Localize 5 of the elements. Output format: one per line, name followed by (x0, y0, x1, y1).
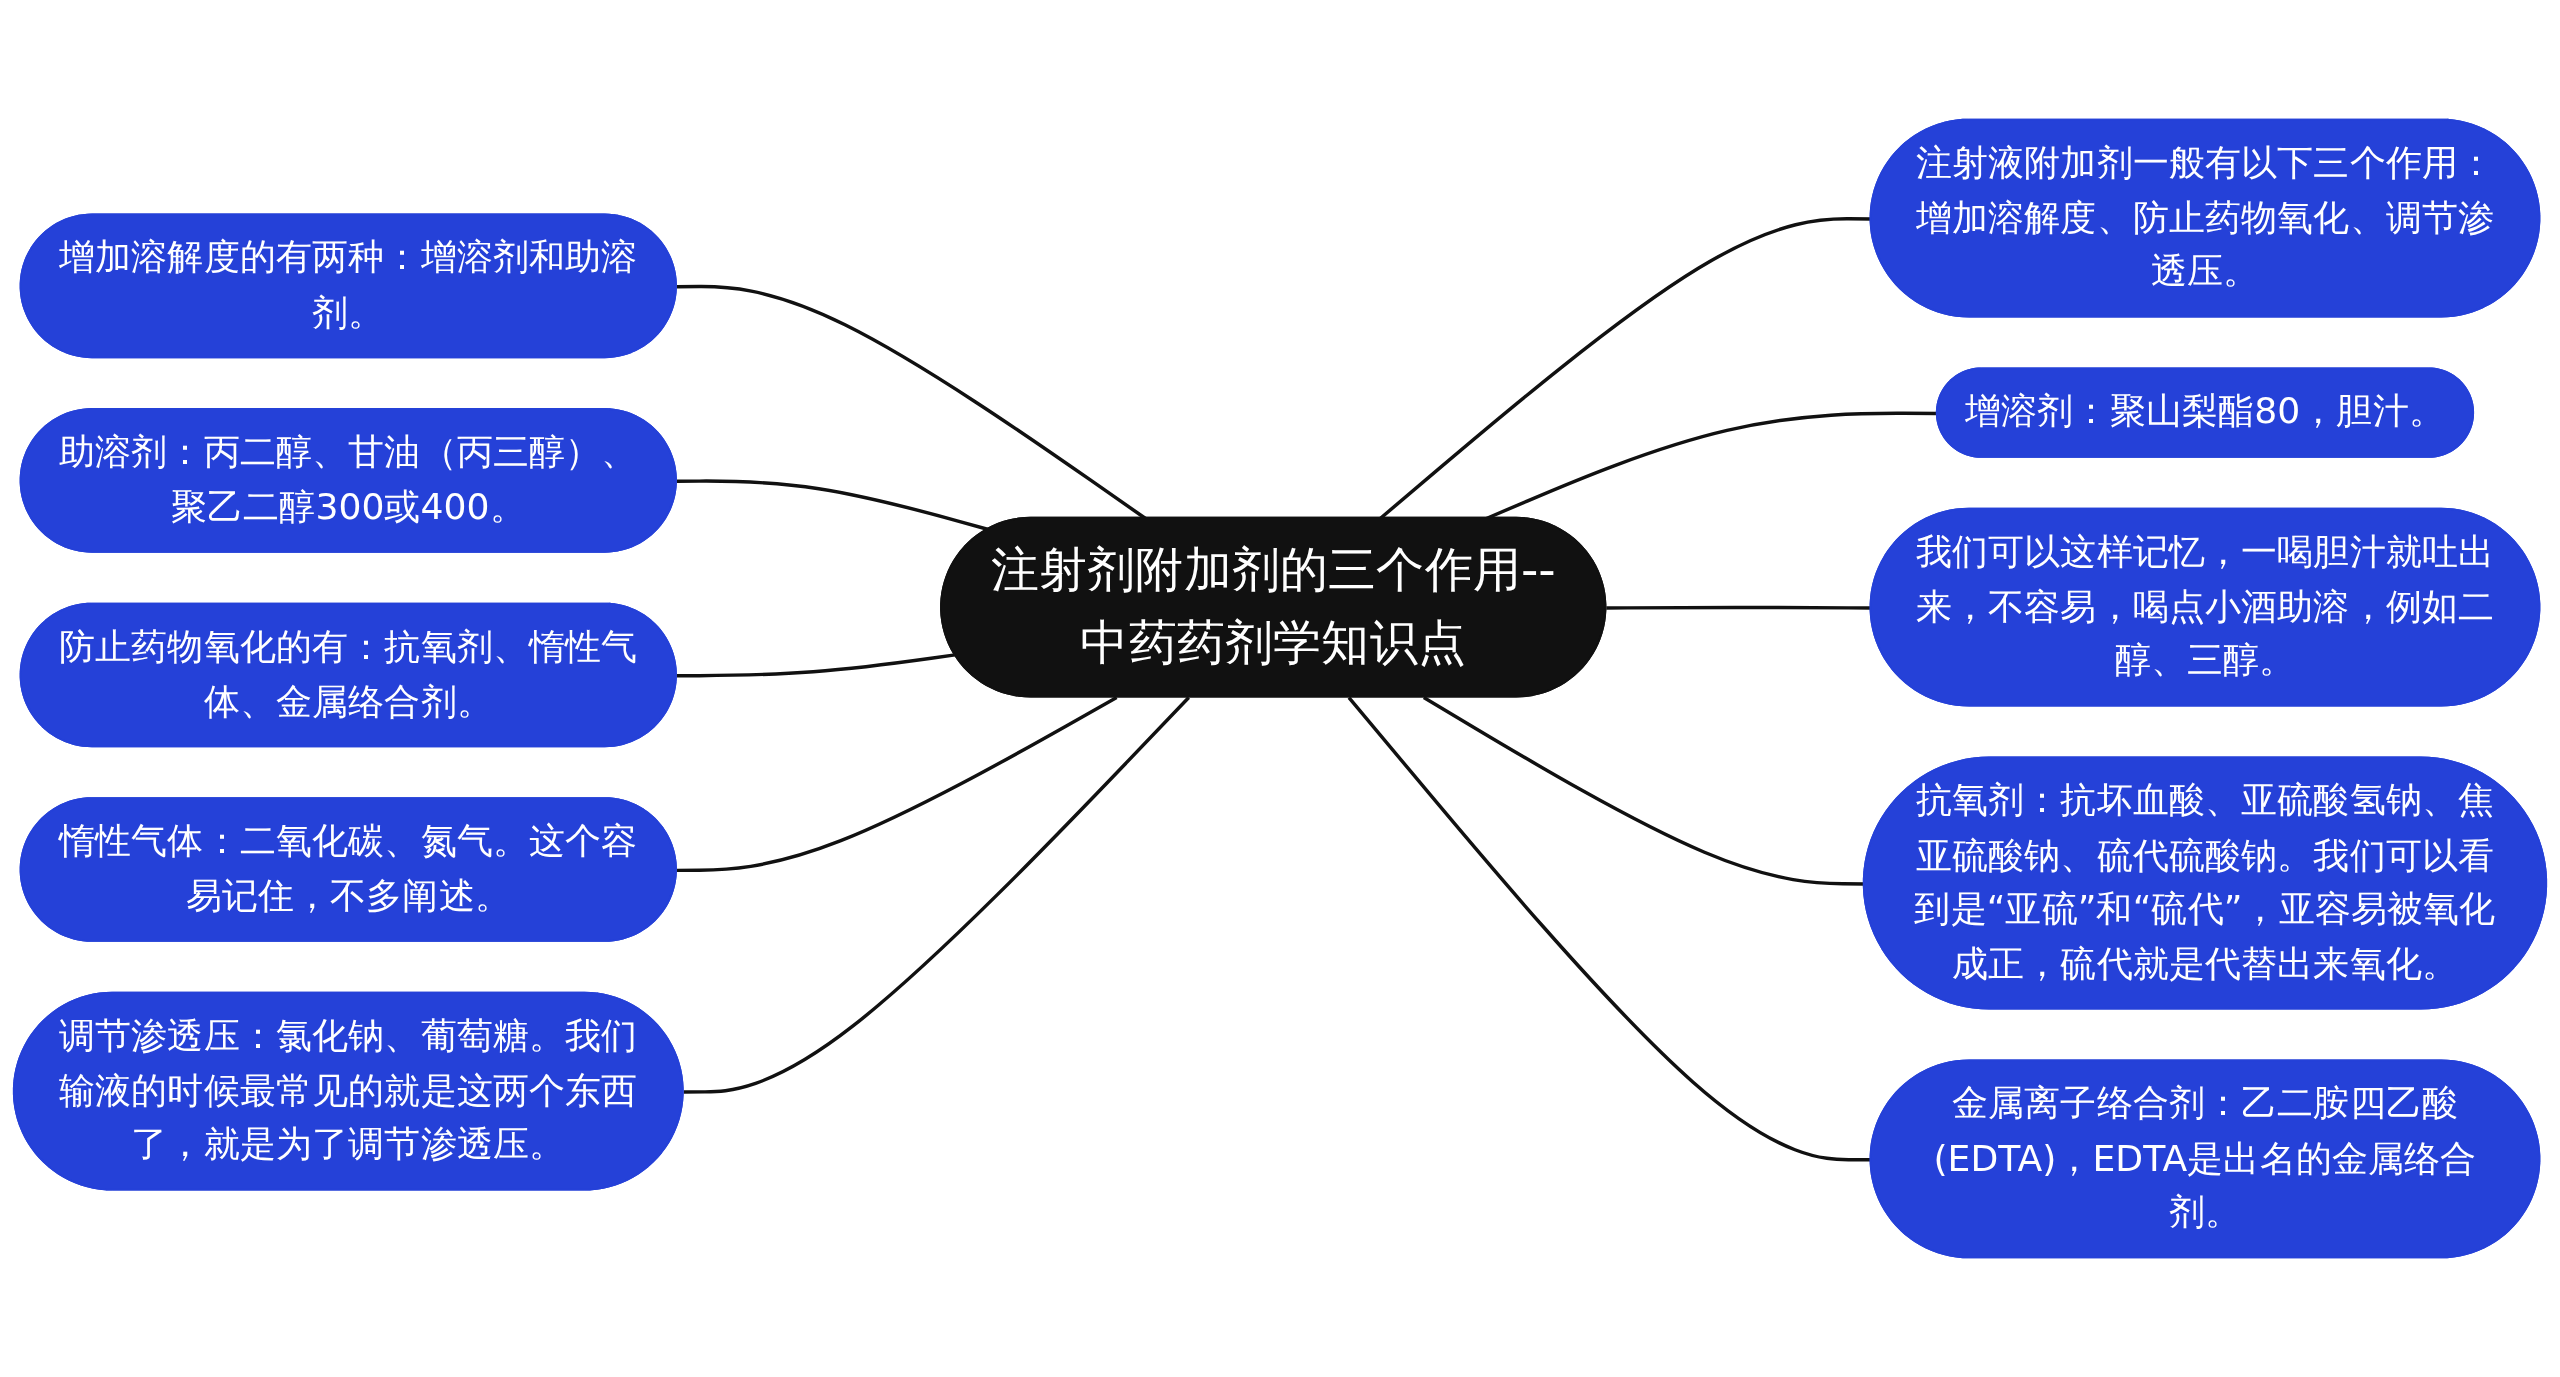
connector (676, 653, 956, 678)
connector (676, 479, 989, 532)
connector (1422, 696, 1865, 886)
connector (676, 696, 1118, 873)
connector (683, 696, 1190, 1094)
